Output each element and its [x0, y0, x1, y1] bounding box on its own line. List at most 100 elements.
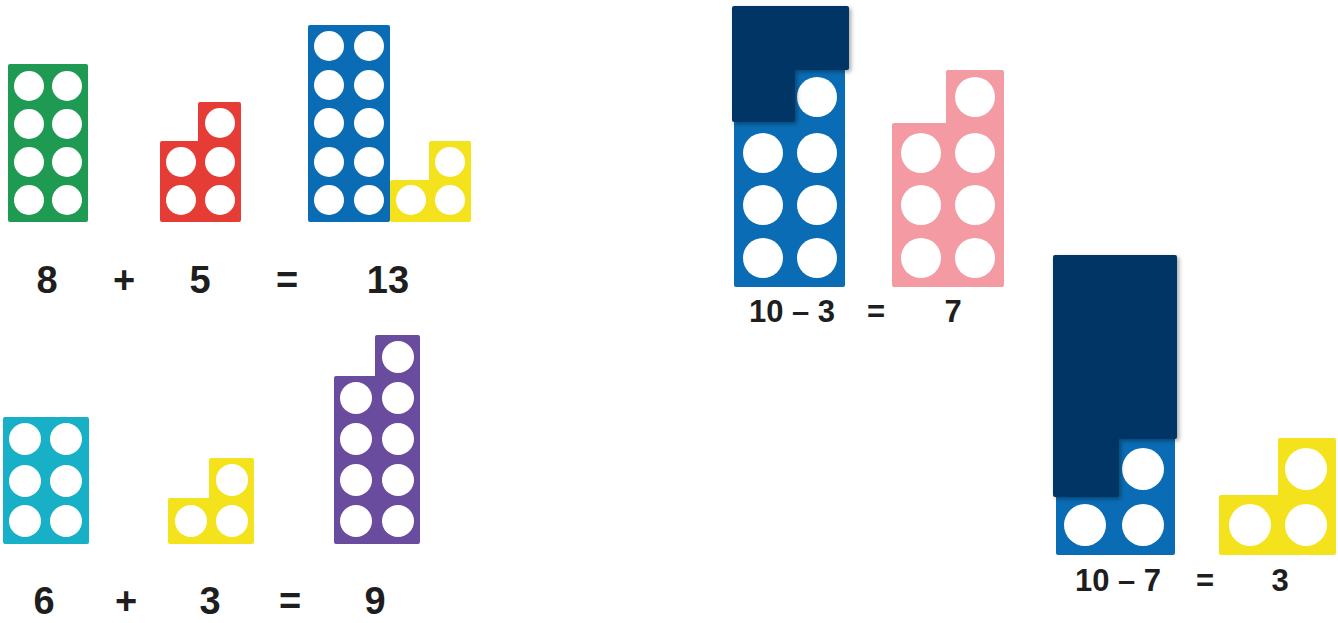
numicon-hole	[382, 341, 414, 373]
equation-text: =	[279, 582, 301, 620]
numicon-hole	[205, 185, 235, 215]
numicon-plate	[10, 66, 86, 220]
numicon-three	[1221, 440, 1334, 553]
numicon-seven	[894, 72, 1002, 285]
numicon-hole	[340, 382, 372, 414]
numicon-hole	[797, 77, 837, 117]
numicon-five	[162, 104, 239, 220]
numicon-hole	[14, 109, 44, 139]
equation-text: 6	[33, 582, 54, 620]
equation-text: 5	[189, 261, 210, 299]
numicon-hole	[743, 185, 783, 225]
numicon-hole	[955, 238, 995, 278]
equation-text: 10 – 3	[749, 296, 835, 327]
numicon-hole	[166, 147, 196, 177]
numicon-hole	[797, 238, 837, 278]
numicon-hole	[901, 133, 941, 173]
equation-text: 9	[364, 582, 385, 620]
numicon-hole	[216, 505, 248, 537]
numicon-hole	[52, 185, 82, 215]
numicon-hole	[50, 423, 82, 455]
numicon-hole	[396, 185, 426, 215]
equation-text: 10 – 7	[1075, 565, 1161, 596]
numicon-ten	[310, 27, 388, 220]
cover-piece	[1055, 257, 1175, 495]
numicon-hole	[314, 31, 344, 61]
numicon-hole	[14, 71, 44, 101]
numicon-hole	[901, 238, 941, 278]
numicon-hole	[14, 147, 44, 177]
equation-text: +	[113, 261, 135, 299]
numicon-hole	[50, 465, 82, 497]
numicon-hole	[340, 423, 372, 455]
numicon-hole	[314, 147, 344, 177]
cover-piece	[734, 8, 847, 120]
numicon-plate	[5, 419, 87, 542]
numicon-hole	[435, 185, 465, 215]
numicon-hole	[1285, 448, 1327, 490]
numicon-hole	[955, 133, 995, 173]
numicon-hole	[354, 108, 384, 138]
numicon-hole	[797, 185, 837, 225]
numicon-hole	[354, 70, 384, 100]
numicon-hole	[382, 382, 414, 414]
numicon-hole	[52, 109, 82, 139]
numicon-hole	[743, 133, 783, 173]
numicon-hole	[1285, 504, 1327, 546]
numicon-hole	[1122, 504, 1164, 546]
numicon-plate	[336, 337, 418, 542]
equation-text: +	[115, 582, 137, 620]
numicon-hole	[354, 185, 384, 215]
numicon-hole	[14, 185, 44, 215]
numicon-hole	[340, 505, 372, 537]
numicon-hole	[9, 465, 41, 497]
equation-text: 8	[36, 261, 57, 299]
numicon-hole	[435, 147, 465, 177]
numicon-hole	[52, 71, 82, 101]
equation-text: 3	[199, 582, 220, 620]
numicon-three	[170, 460, 252, 542]
numicon-hole	[1122, 448, 1164, 490]
numicon-hole	[9, 423, 41, 455]
numicon-eight	[10, 66, 86, 220]
numicon-hole	[797, 133, 837, 173]
numicon-hole	[1229, 504, 1271, 546]
numicon-three	[392, 143, 469, 220]
numicon-hole	[354, 147, 384, 177]
numicon-hole	[354, 31, 384, 61]
numicon-hole	[1064, 504, 1106, 546]
numicon-hole	[175, 505, 207, 537]
numicon-hole	[743, 238, 783, 278]
numicon-hole	[314, 185, 344, 215]
numicon-hole	[314, 108, 344, 138]
numicon-six	[5, 419, 87, 542]
numicon-plate	[310, 27, 388, 220]
numicon-hole	[955, 185, 995, 225]
numicon-plate	[170, 460, 252, 542]
equation-text: =	[867, 296, 885, 327]
numicon-plate	[1221, 440, 1334, 553]
numicon-hole	[314, 70, 344, 100]
numicon-hole	[340, 464, 372, 496]
numicon-hole	[382, 464, 414, 496]
numicon-hole	[205, 108, 235, 138]
numicon-hole	[205, 147, 235, 177]
numicon-hole	[52, 147, 82, 177]
numicon-ten-covered	[734, 8, 847, 285]
numicon-hole	[50, 505, 82, 537]
equation-text: 13	[367, 261, 409, 299]
equation-text: 7	[944, 296, 961, 327]
numicon-plate	[162, 104, 239, 220]
numicon-hole	[901, 185, 941, 225]
equation-text: =	[1196, 565, 1214, 596]
equation-text: =	[276, 261, 298, 299]
numicon-nine	[336, 337, 418, 542]
numicon-ten-covered	[1055, 257, 1175, 553]
numicon-hole	[9, 505, 41, 537]
numicon-hole	[216, 464, 248, 496]
numicon-plate	[392, 143, 469, 220]
numicon-hole	[166, 185, 196, 215]
numicon-plate	[894, 72, 1002, 285]
